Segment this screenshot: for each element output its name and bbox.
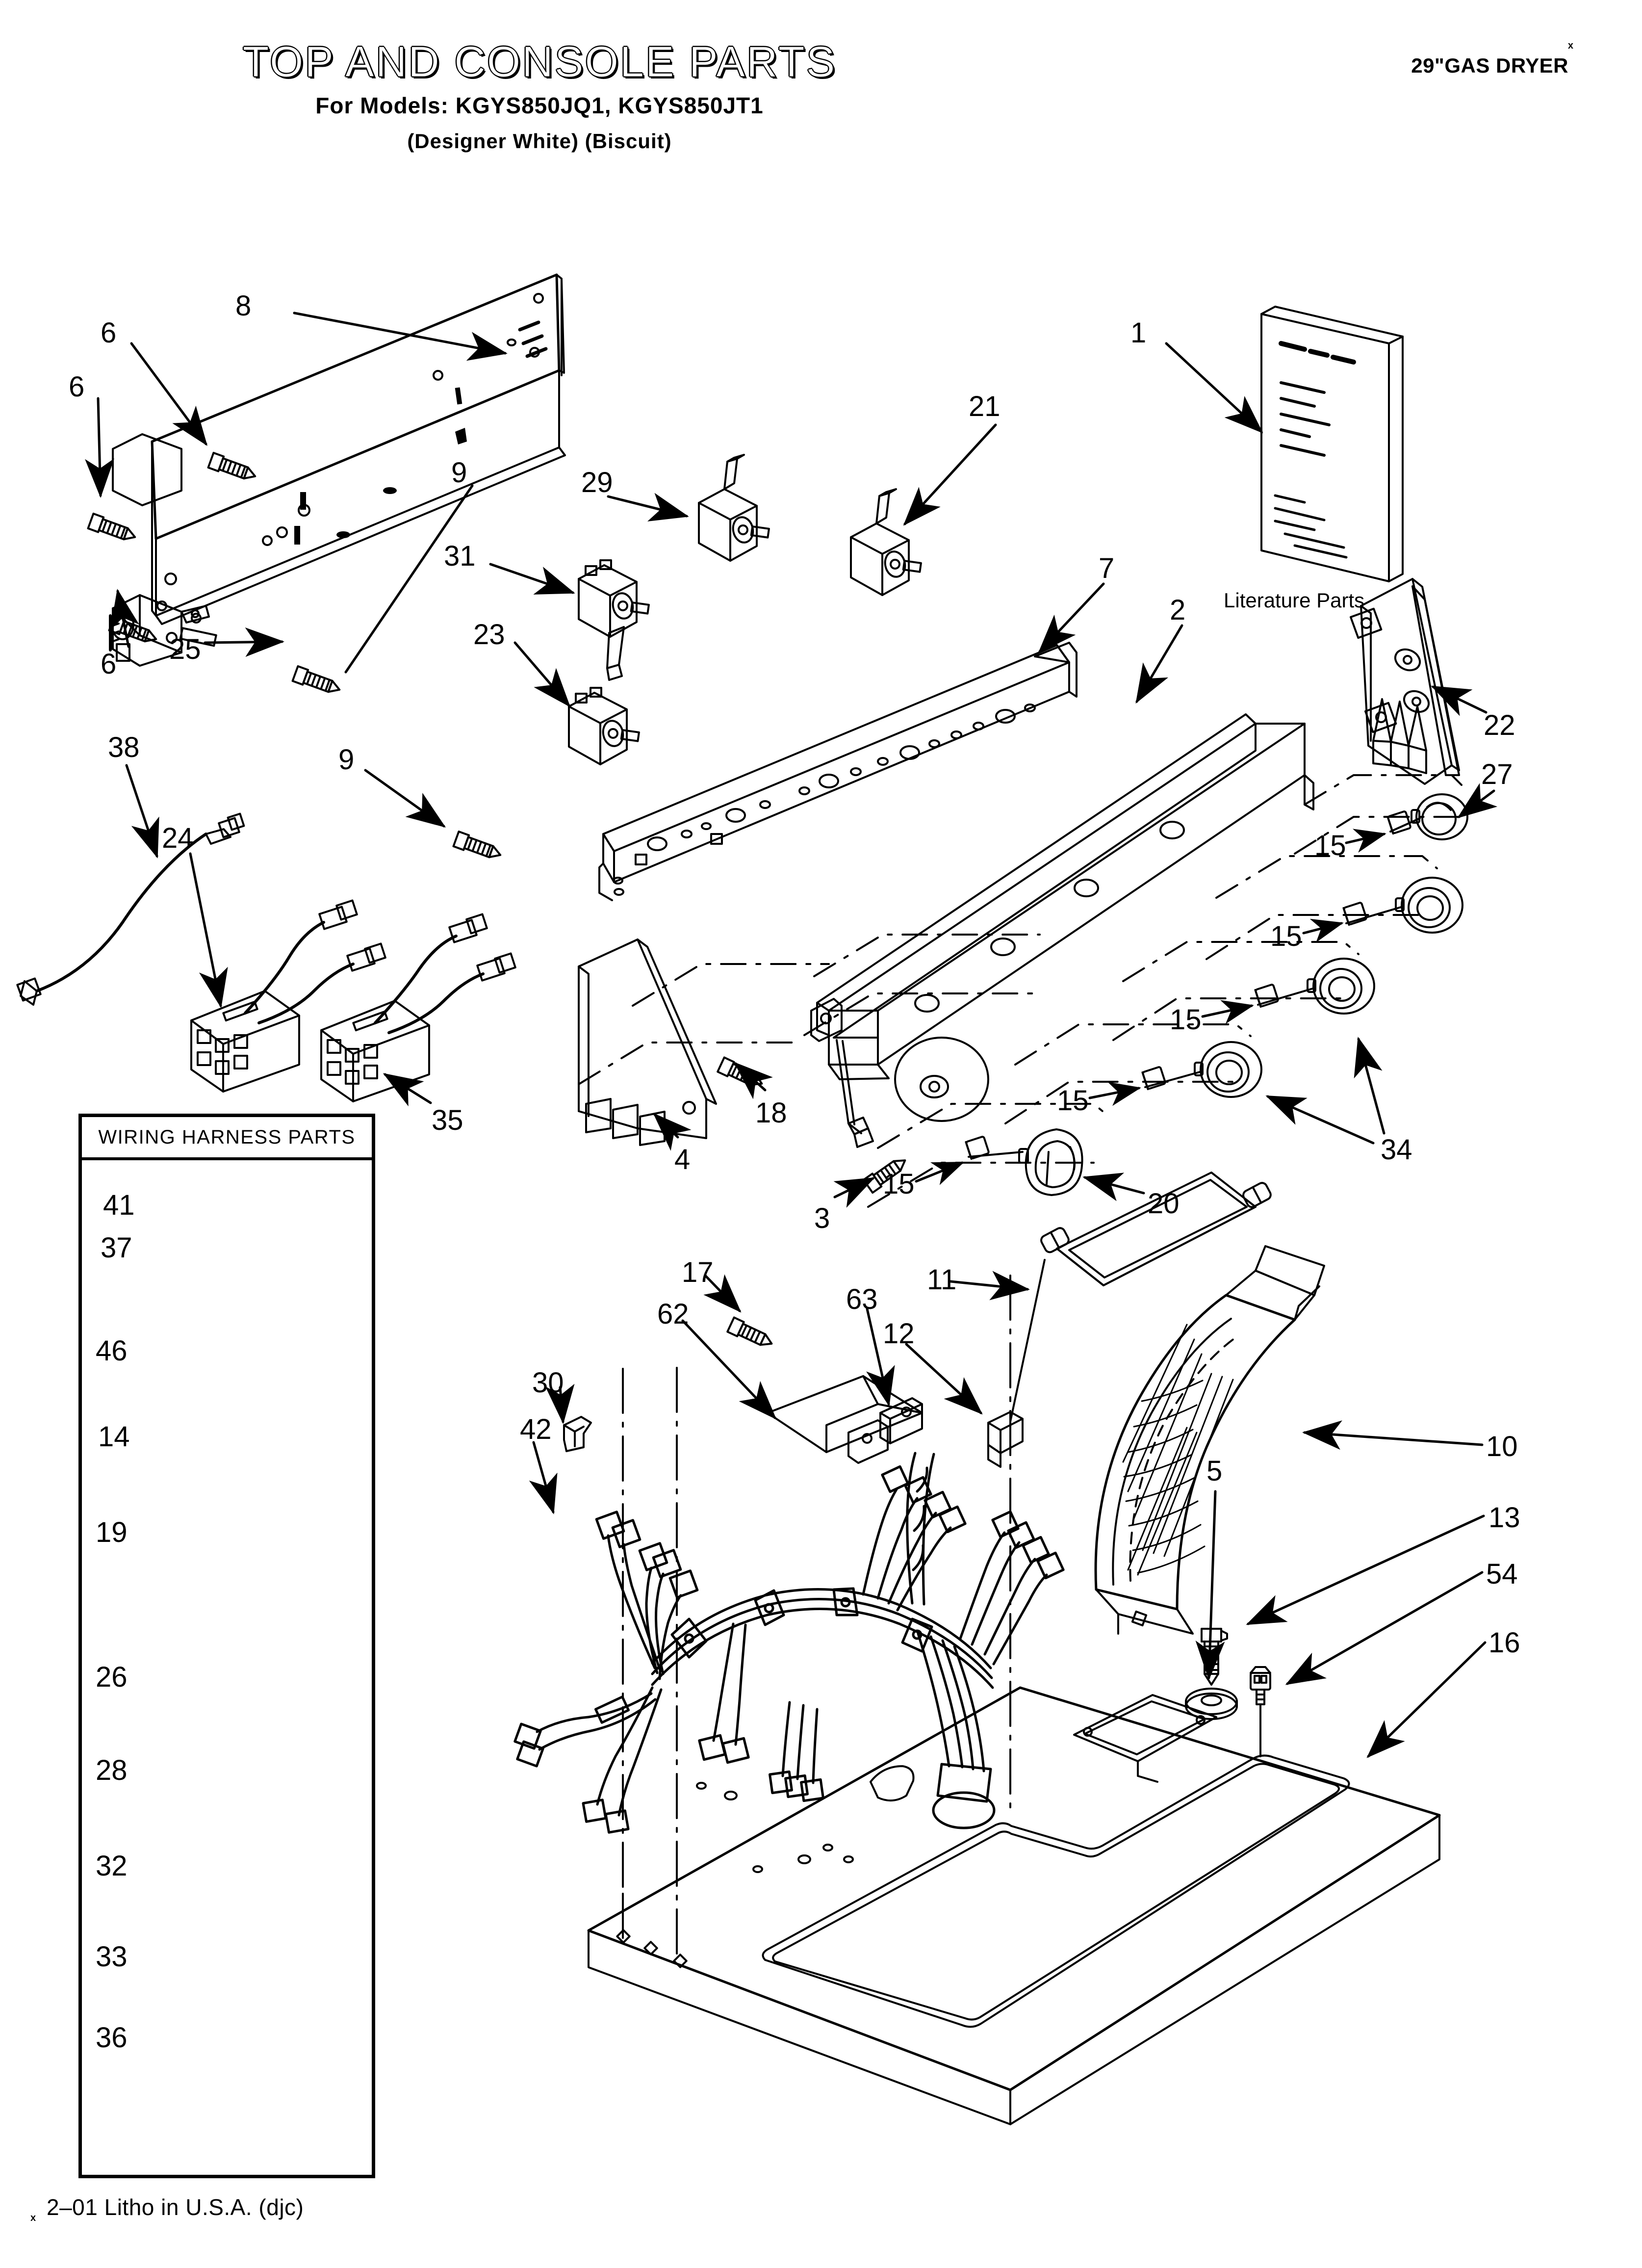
callout-number-15: 15	[1314, 830, 1346, 861]
callout-number-16: 16	[1488, 1627, 1520, 1659]
connector-12-art	[988, 1412, 1023, 1467]
callout-number-36: 36	[96, 2022, 128, 2054]
appliance-type-superscript: x	[1567, 40, 1573, 51]
end-cap-4-art	[579, 939, 716, 1145]
callout-number-1: 1	[1130, 317, 1147, 349]
main-wire-harness-42-art	[515, 1453, 1063, 1832]
callout-number-21: 21	[969, 391, 1001, 422]
callout-number-18: 18	[755, 1097, 787, 1129]
screw-17-art	[727, 1317, 775, 1351]
appliance-type-label: 29"GAS DRYER	[1411, 54, 1568, 77]
callout-number-22: 22	[1484, 709, 1515, 741]
callout-number-29: 29	[581, 467, 613, 498]
literature-sheet-art	[1261, 307, 1403, 581]
wiring-harness-parts-box: WIRING HARNESS PARTS	[78, 1114, 375, 2178]
callout-number-63: 63	[846, 1283, 878, 1315]
callout-number-13: 13	[1488, 1502, 1520, 1534]
callout-number-54: 54	[1486, 1558, 1518, 1590]
callout-number-30: 30	[532, 1367, 564, 1399]
callout-number-8: 8	[235, 290, 252, 322]
callout-number-11: 11	[927, 1264, 957, 1296]
callout-number-25: 25	[169, 633, 201, 665]
callout-number-15: 15	[1057, 1085, 1089, 1117]
circuit-board-62-art	[768, 1376, 922, 1452]
callout-number-2: 2	[1170, 594, 1186, 626]
rotary-switch-25-art	[110, 434, 216, 666]
callout-number-17: 17	[682, 1256, 714, 1288]
colors-line: (Designer White) (Biscuit)	[407, 130, 672, 153]
callout-number-28: 28	[96, 1754, 128, 1786]
page-title: TOP AND CONSOLE PARTS	[242, 37, 837, 86]
footer-superscript: x	[30, 2213, 36, 2223]
callout-number-41: 41	[103, 1189, 135, 1221]
console-rail-7-art	[599, 643, 1077, 900]
callout-number-6: 6	[69, 371, 85, 403]
screw-art-group	[88, 453, 503, 862]
connector-63-art	[848, 1398, 922, 1463]
callout-number-14: 14	[98, 1421, 130, 1453]
washer-5-art	[1186, 1689, 1237, 1719]
callout-number-38: 38	[108, 731, 140, 763]
callout-number-32: 32	[96, 1850, 128, 1882]
callout-number-15: 15	[1270, 920, 1302, 952]
callout-number-6: 6	[101, 648, 117, 680]
callout-number-24: 24	[162, 822, 194, 854]
screw-18-art	[718, 1057, 765, 1091]
harness-35-art	[321, 914, 515, 1101]
callout-number-46: 46	[96, 1335, 128, 1367]
push-switch-art-group	[569, 455, 921, 764]
callout-number-27: 27	[1481, 758, 1513, 790]
callout-number-26: 26	[96, 1661, 128, 1693]
rear-console-panel-art	[152, 275, 565, 643]
callout-number-3: 3	[814, 1202, 830, 1234]
callout-number-31: 31	[444, 540, 476, 572]
top-panel-10-art	[1096, 1246, 1324, 1634]
wiring-harness-parts-title: WIRING HARNESS PARTS	[82, 1117, 372, 1160]
callout-number-35: 35	[432, 1104, 463, 1136]
callout-number-9: 9	[451, 457, 467, 489]
callout-number-33: 33	[96, 1941, 128, 1973]
console-front-2-art	[811, 714, 1313, 1147]
footer-text: 2–01 Litho in U.S.A. (djc)	[47, 2194, 304, 2220]
clip-30-art	[564, 1417, 591, 1451]
callout-number-5: 5	[1206, 1455, 1223, 1487]
callout-number-12: 12	[883, 1318, 915, 1350]
callout-number-9: 9	[338, 744, 355, 776]
fastener-13-art	[1202, 1629, 1227, 1685]
jumper-wire-38-art	[17, 814, 244, 1005]
callout-number-7: 7	[1099, 552, 1115, 584]
harness-24-art	[191, 900, 385, 1092]
console-trim-11-art	[1010, 1173, 1272, 1422]
callout-number-15: 15	[1170, 1004, 1202, 1036]
literature-parts-label: Literature Parts	[1224, 589, 1365, 612]
callout-number-19: 19	[96, 1516, 128, 1548]
bracket-22-art	[1351, 579, 1459, 784]
callout-number-10: 10	[1486, 1431, 1518, 1462]
base-top-16-art	[589, 1276, 1439, 2124]
callout-number-6: 6	[101, 317, 117, 349]
callout-number-15: 15	[883, 1168, 915, 1200]
callout-number-20: 20	[1148, 1188, 1180, 1220]
callout-number-34: 34	[1381, 1134, 1412, 1166]
callout-number-42: 42	[520, 1413, 552, 1445]
callout-number-62: 62	[657, 1298, 689, 1330]
callout-number-23: 23	[473, 619, 505, 651]
models-line: For Models: KGYS850JQ1, KGYS850JT1	[315, 93, 764, 119]
diagram-header: TOP AND CONSOLE PARTS For Models: KGYS85…	[0, 39, 1079, 153]
callout-number-37: 37	[101, 1232, 132, 1264]
callout-number-4: 4	[674, 1144, 691, 1175]
fastener-54-art	[1251, 1667, 1270, 1756]
